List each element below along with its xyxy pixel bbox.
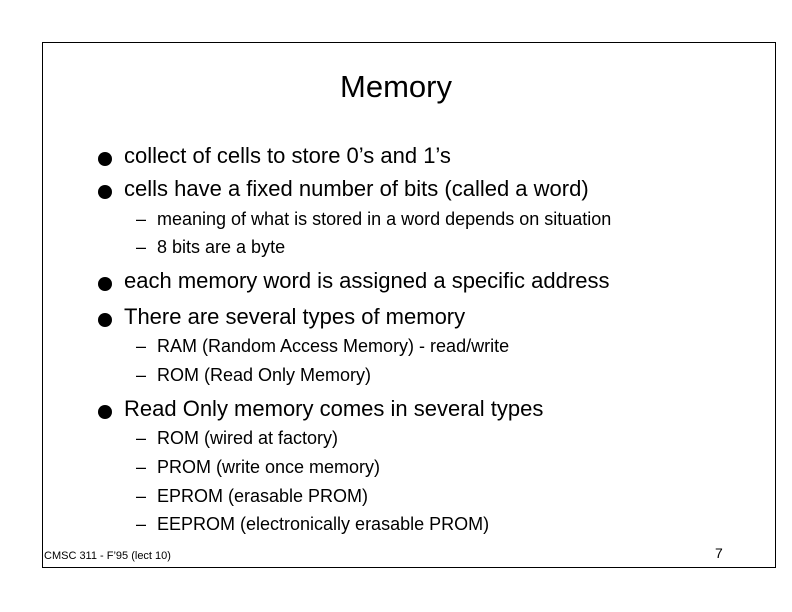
dash-icon: – — [136, 514, 147, 534]
dash-icon: – — [136, 365, 147, 385]
dash-icon: – — [136, 428, 147, 448]
sub-bullet-item: – 8 bits are a byte — [0, 235, 792, 259]
bullet-dot-icon — [98, 185, 112, 199]
bullet-item: There are several types of memory — [0, 303, 792, 331]
sub-bullet-text: EEPROM (electronically erasable PROM) — [157, 514, 490, 534]
bullet-item: Read Only memory comes in several types — [0, 395, 792, 423]
bullet-item: cells have a fixed number of bits (calle… — [0, 175, 792, 203]
slide-frame — [42, 42, 776, 568]
dash-icon: – — [136, 457, 147, 477]
sub-bullet-item: – RAM (Random Access Memory) - read/writ… — [0, 334, 792, 358]
bullet-dot-icon — [98, 313, 112, 327]
bullet-dot-icon — [98, 405, 112, 419]
bullet-item: each memory word is assigned a specific … — [0, 267, 792, 295]
slide-title: Memory — [340, 69, 452, 104]
sub-bullet-item: – ROM (Read Only Memory) — [0, 363, 792, 387]
bullet-text: each memory word is assigned a specific … — [124, 268, 610, 293]
sub-bullet-text: RAM (Random Access Memory) - read/write — [157, 336, 510, 356]
dash-icon: – — [136, 209, 147, 229]
dash-icon: – — [136, 237, 147, 257]
bullet-text: Read Only memory comes in several types — [124, 396, 544, 421]
sub-bullet-item: – meaning of what is stored in a word de… — [0, 207, 792, 231]
bullet-dot-icon — [98, 152, 112, 166]
bullet-text: cells have a fixed number of bits (calle… — [124, 176, 589, 201]
sub-bullet-item: – ROM (wired at factory) — [0, 426, 792, 450]
sub-bullet-text: EPROM (erasable PROM) — [157, 486, 369, 506]
slide-footer: CMSC 311 - F’95 (lect 10) — [44, 550, 171, 562]
page-number: 7 — [715, 545, 723, 561]
bullet-text: collect of cells to store 0’s and 1’s — [124, 143, 451, 168]
sub-bullet-text: ROM (wired at factory) — [157, 428, 339, 448]
dash-icon: – — [136, 486, 147, 506]
bullet-dot-icon — [98, 277, 112, 291]
dash-icon: – — [136, 336, 147, 356]
bullet-item: collect of cells to store 0’s and 1’s — [0, 142, 792, 170]
sub-bullet-text: ROM (Read Only Memory) — [157, 365, 372, 385]
sub-bullet-item: – EEPROM (electronically erasable PROM) — [0, 512, 792, 536]
sub-bullet-text: PROM (write once memory) — [157, 457, 381, 477]
sub-bullet-item: – EPROM (erasable PROM) — [0, 484, 792, 508]
sub-bullet-text: 8 bits are a byte — [157, 237, 286, 257]
bullet-text: There are several types of memory — [124, 304, 466, 329]
sub-bullet-text: meaning of what is stored in a word depe… — [157, 209, 612, 229]
sub-bullet-item: – PROM (write once memory) — [0, 455, 792, 479]
